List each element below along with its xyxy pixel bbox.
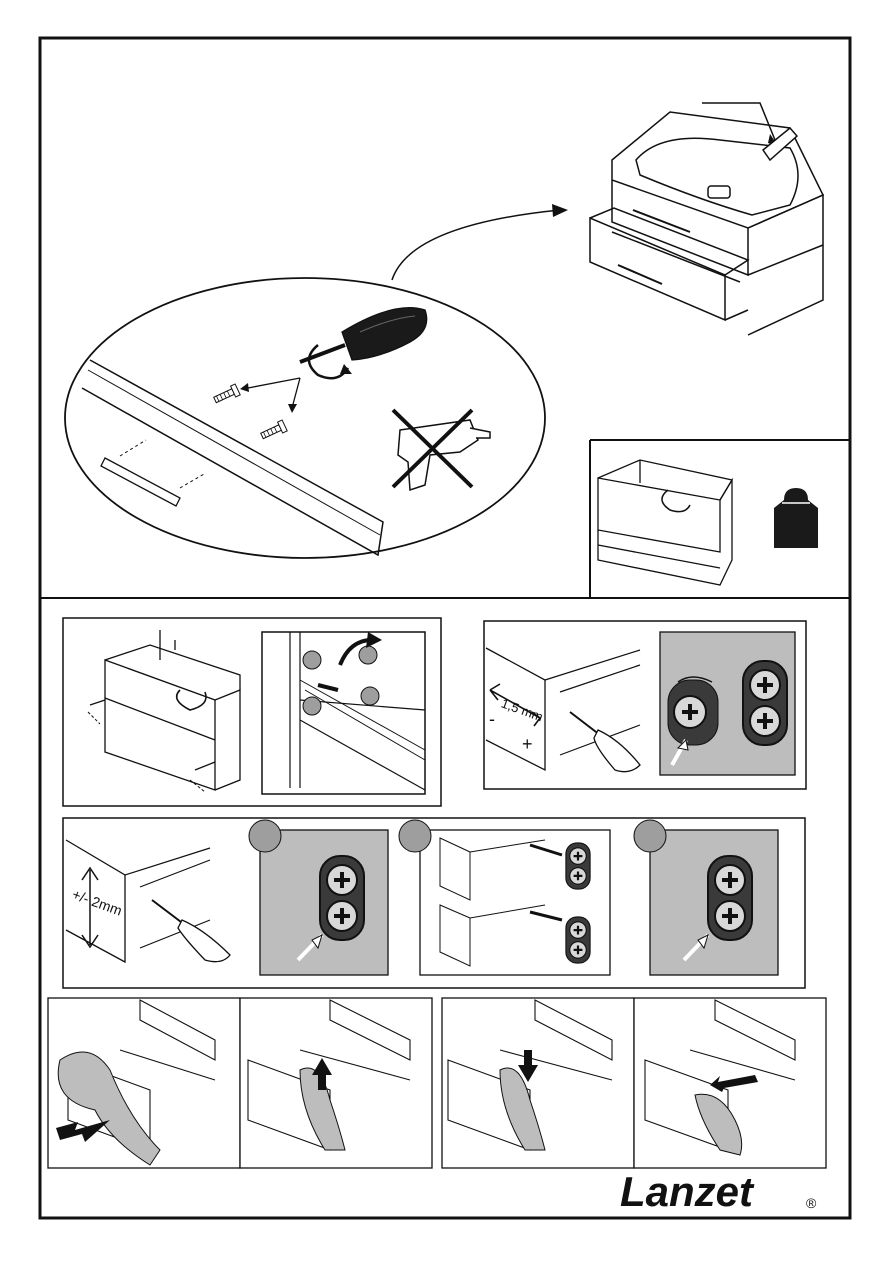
step-marker bbox=[249, 820, 281, 852]
step-marker bbox=[399, 820, 431, 852]
step-panel-side-adjust bbox=[262, 632, 425, 794]
brand-name: Lanzet bbox=[620, 1168, 755, 1215]
load-weight-panel bbox=[590, 440, 850, 598]
step-panel-vertical-adjust: +/- 2mm bbox=[63, 818, 805, 988]
weight-icon bbox=[774, 488, 818, 548]
cam-adjuster-icon bbox=[668, 680, 718, 745]
step-panel-horizontal-adjust: 1,5 mm - + bbox=[484, 621, 806, 789]
cabinet-illustration bbox=[590, 112, 823, 335]
brand-logo: Lanzet ® bbox=[620, 1168, 817, 1215]
callout-arrow bbox=[392, 210, 560, 280]
detail-magnifier bbox=[65, 278, 545, 558]
plus-sign: + bbox=[522, 734, 533, 754]
step-panel-drawer-removal bbox=[48, 998, 826, 1168]
minus-sign: - bbox=[489, 709, 495, 729]
registered-mark: ® bbox=[806, 1195, 817, 1211]
step-marker bbox=[634, 820, 666, 852]
